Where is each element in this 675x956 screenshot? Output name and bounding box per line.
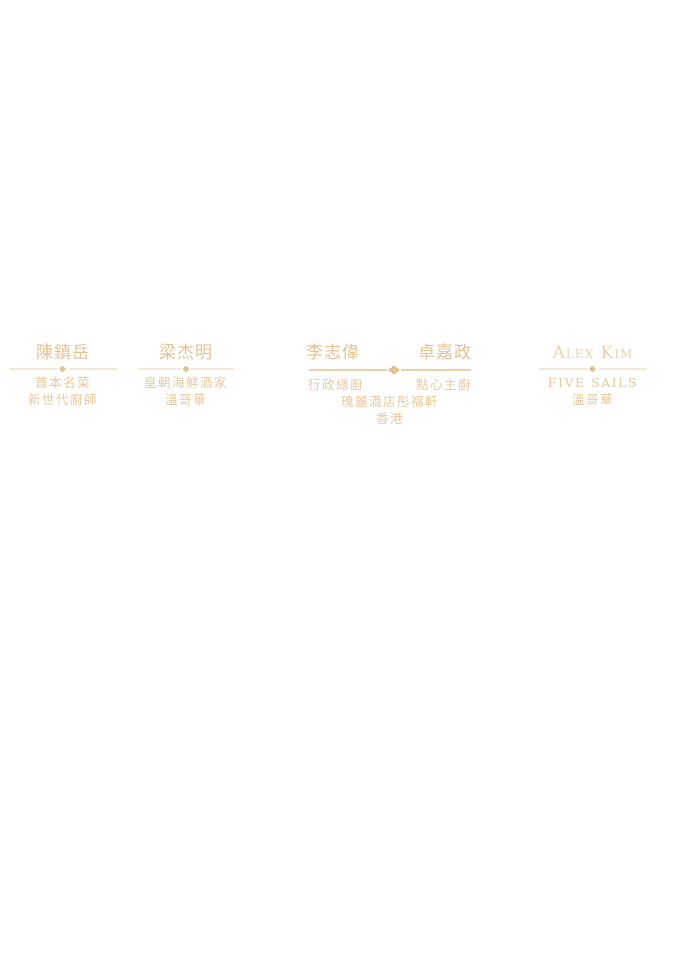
ornament-divider [539,366,647,372]
chef-city: 溫哥華 [164,392,207,407]
chef-card-1: 陳鎮岳 首本名菜 新世代廚師 [8,340,118,408]
chef-title-left: 行政總廚 [308,377,365,392]
chef-name: 梁杰明 [159,343,213,363]
chef-name-left: 李志偉 [306,343,360,363]
chef-title-right: 點心主廚 [415,377,472,392]
chef-restaurant: 瑰麗酒店彤福軒 [340,394,439,409]
chef-title: 新世代廚師 [27,392,98,407]
chef-card-5: Alex Kim FIVE SAILS 溫哥華 [538,340,648,408]
chef-restaurant: 首本名菜 [34,375,91,390]
chef-restaurant: FIVE SAILS [547,375,639,390]
ornament-divider [9,366,117,372]
chef-restaurant: 皇朝海鮮酒家 [143,375,228,390]
chef-name: 陳鎮岳 [36,343,90,363]
chef-name: Alex Kim [552,343,634,363]
chef-name-right: 卓嘉政 [418,343,472,363]
chef-city: 香港 [375,411,404,426]
chef-duo-card: 李志偉 卓嘉政 行政總廚 點心主廚 瑰麗酒店彤福軒 香港 [300,340,480,427]
ornament-divider [309,366,471,374]
ornament-divider [138,366,234,372]
chef-city: 溫哥華 [571,392,614,407]
chef-card-2: 梁杰明 皇朝海鮮酒家 溫哥華 [136,340,236,408]
